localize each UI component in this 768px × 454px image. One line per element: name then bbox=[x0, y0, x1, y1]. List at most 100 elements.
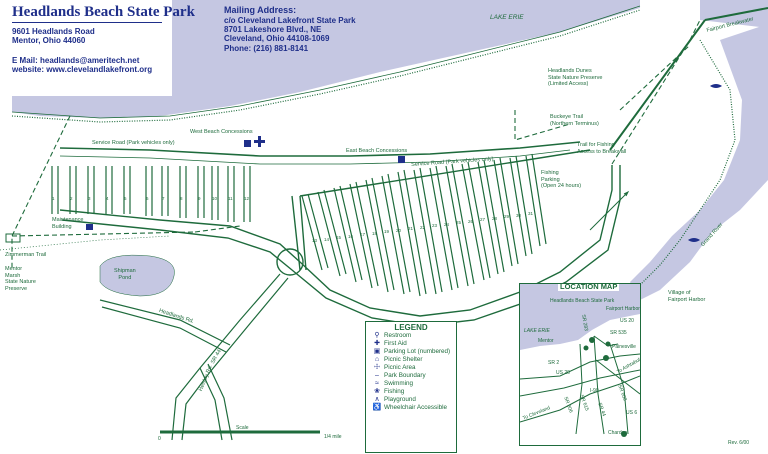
first-aid-cross bbox=[254, 136, 265, 147]
legend: LEGEND ⚲ Restroom ✚ First Aid▣Parking Lot (… bbox=[365, 321, 457, 453]
lot-number: 10 bbox=[212, 196, 218, 201]
zimmerman-trail-label: Zimmerman Trail bbox=[5, 252, 47, 258]
park-address: 9601 Headlands Road Mentor, Ohio 44060 bbox=[12, 27, 95, 46]
sr44-road bbox=[171, 273, 289, 441]
village-line-2: Fairport Harbor bbox=[668, 296, 706, 303]
location-lake-label: LAKE ERIE bbox=[524, 328, 550, 334]
lot-number: 8 bbox=[180, 196, 183, 201]
legend-item-label: Picnic Shelter bbox=[384, 356, 423, 364]
fishing-parking-label: Fishing Parking (Open 24 hours) bbox=[541, 170, 581, 190]
fish-icon-2 bbox=[688, 238, 700, 242]
scale-quarter: 1/4 mile bbox=[324, 434, 342, 440]
lot-number: 11 bbox=[228, 196, 233, 201]
lot-number: 31 bbox=[528, 211, 534, 216]
lot-number: 23 bbox=[432, 223, 438, 228]
lot-number: 19 bbox=[384, 229, 390, 234]
title-rule bbox=[12, 22, 162, 23]
mailing-line-2: 8701 Lakeshore Blvd., NE bbox=[224, 25, 322, 35]
zimmerman-trail bbox=[0, 235, 171, 251]
lot-number: 29 bbox=[504, 214, 510, 219]
location-park-label: Headlands Beach State Park bbox=[550, 298, 615, 304]
marsh-line-4: Preserve bbox=[5, 285, 28, 292]
legend-item: ❀ Fishing bbox=[370, 388, 456, 396]
lot-number: 6 bbox=[146, 196, 149, 201]
heisley-rd bbox=[199, 363, 233, 441]
fishing-parking-line-1: Fishing bbox=[541, 170, 559, 176]
legend-item: ‒Park Boundary bbox=[370, 372, 456, 380]
location-roads bbox=[520, 335, 640, 435]
service-road bbox=[59, 141, 581, 157]
picnic-shelter-icon: ⌂ bbox=[374, 356, 380, 364]
shoreline bbox=[11, 5, 641, 119]
first-aid-icon: ✚ bbox=[374, 340, 380, 348]
park-title: Headlands Beach State Park bbox=[12, 4, 195, 20]
village-line-1: Village of bbox=[668, 290, 691, 296]
legend-item-label: Swimming bbox=[384, 380, 414, 388]
dunes-line-3: (Limited Access) bbox=[548, 81, 589, 88]
buckeye-line-1: Buckeye Trail bbox=[550, 114, 584, 120]
park-boundary bbox=[11, 19, 701, 268]
location-map: LOCATION MAP Headlands Beach State Park … bbox=[519, 283, 641, 446]
lot-number: 21 bbox=[408, 226, 414, 231]
dunes-line-2: State Nature Preserve bbox=[548, 74, 603, 81]
address-line-2: Mentor, Ohio 44060 bbox=[12, 36, 86, 46]
dunes-preserve-label: Headlands Dunes State Nature Preserve (L… bbox=[548, 68, 602, 88]
mailing-phone: Phone: (216) 881-8141 bbox=[224, 43, 309, 53]
legend-item: ▣Parking Lot (numbered) bbox=[370, 348, 456, 356]
west-concessions-building bbox=[244, 140, 251, 147]
location-park-dot bbox=[589, 337, 595, 343]
west-concessions-label: West Beach Concessions bbox=[190, 129, 253, 135]
lot-number: 27 bbox=[480, 217, 486, 222]
shipman-pond-label: Shipman Pond bbox=[114, 268, 136, 281]
fishing-icon: ❀ bbox=[374, 388, 380, 396]
fishing-parking-line-3: (Open 24 hours) bbox=[541, 183, 582, 190]
legend-item: ⚲ Restroom bbox=[370, 332, 456, 340]
shipman-line-2: Pond bbox=[118, 274, 132, 281]
location-us20-a: US 20 bbox=[620, 318, 634, 324]
buckeye-line-2: (Northern Terminus) bbox=[550, 120, 599, 127]
mailing-line-1: c/o Cleveland Lakefront State Park bbox=[224, 15, 356, 25]
maintenance-line-2: Building bbox=[52, 223, 72, 230]
lot-number: 16 bbox=[348, 233, 354, 239]
lot-number: 26 bbox=[468, 218, 474, 224]
lot-number: 3 bbox=[88, 196, 91, 201]
legend-item: ☩Picnic Area bbox=[370, 364, 456, 372]
breakwater-stipple bbox=[639, 39, 736, 286]
location-i90: I-90 bbox=[590, 388, 599, 394]
lot-number: 18 bbox=[372, 230, 378, 236]
mailing-heading: Mailing Address: bbox=[224, 5, 297, 15]
traffic-circle bbox=[276, 248, 304, 276]
lot-number: 2 bbox=[70, 196, 73, 201]
lot-number: 12 bbox=[244, 196, 250, 201]
fish-icon bbox=[710, 84, 722, 88]
lake-erie-water bbox=[172, 0, 768, 28]
location-painesville-dot bbox=[603, 355, 609, 361]
lot-number: 17 bbox=[360, 232, 366, 237]
legend-heading: LEGEND bbox=[394, 323, 428, 332]
grand-river-water bbox=[630, 24, 768, 300]
fishing-parking-line-2: Parking bbox=[541, 176, 560, 183]
park-contact: E Mail: headlands@ameritech.net website:… bbox=[12, 56, 152, 75]
lot-number: 30 bbox=[516, 212, 522, 218]
lot-number: 7 bbox=[162, 196, 165, 201]
park-road-outer bbox=[59, 165, 613, 317]
beach-stipple bbox=[11, 9, 641, 123]
legend-item-label: Restroom bbox=[384, 332, 412, 339]
legend-item-label: Fishing bbox=[384, 388, 405, 396]
location-fairport-dot bbox=[605, 341, 611, 347]
legend-item: ∧Playground bbox=[370, 396, 456, 404]
marsh-line-3: State Nature bbox=[5, 279, 36, 286]
buckeye-trail-label: Buckeye Trail (Northern Terminus) bbox=[550, 114, 599, 127]
lot-number: 5 bbox=[124, 196, 127, 201]
lot-number: 20 bbox=[396, 227, 402, 233]
marsh-line-2: Marsh bbox=[5, 272, 21, 279]
park-boundary-icon: ‒ bbox=[375, 372, 379, 380]
location-us6: US 6 bbox=[626, 410, 638, 416]
lot-number: 9 bbox=[198, 196, 201, 201]
service-road-west-label: Service Road (Park vehicles only) bbox=[92, 140, 175, 146]
restroom-icon: ⚲ bbox=[374, 332, 380, 339]
legend-item-label: First Aid bbox=[384, 340, 407, 348]
location-chardon-dot bbox=[621, 431, 627, 437]
location-map-base bbox=[520, 284, 640, 437]
